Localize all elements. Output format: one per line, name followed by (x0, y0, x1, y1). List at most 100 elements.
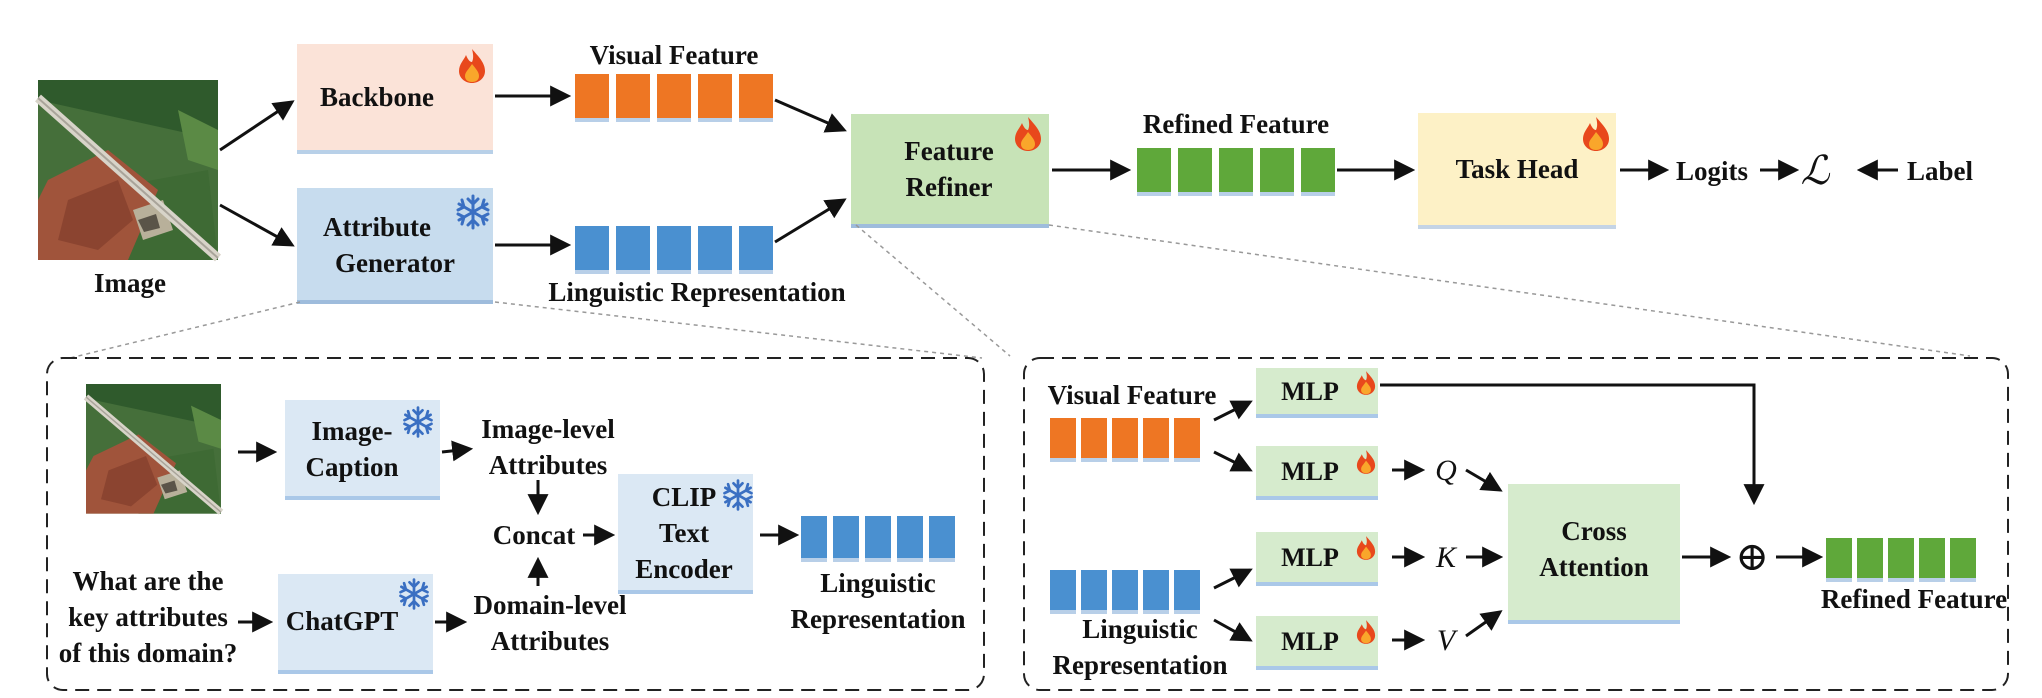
mlp-box-4: MLP (1256, 616, 1378, 670)
chatgpt-box: ChatGPT (278, 574, 433, 674)
feature-cell-shadow (575, 270, 609, 274)
svg-text:Backbone: Backbone (320, 82, 434, 112)
visual-feature-cells (575, 74, 773, 122)
feature-cell (1919, 538, 1945, 578)
feature-cell-shadow (1050, 458, 1076, 462)
svg-text:Caption: Caption (305, 452, 398, 482)
feature-cell-shadow (897, 558, 923, 562)
feature-cell-shadow (575, 118, 609, 122)
feature-cell-shadow (865, 558, 891, 562)
panel-input-image (86, 384, 221, 514)
visual-feature-label-right: Visual Feature (1048, 380, 1217, 410)
image-level-attributes-label: Image-level (481, 414, 615, 444)
feature-cell (1143, 570, 1169, 610)
feature-cell-shadow (616, 118, 650, 122)
feature-cell (657, 226, 691, 270)
feature-cell-shadow (739, 118, 773, 122)
feature-cell (801, 516, 827, 558)
linguistic-representation-cells (801, 516, 955, 562)
question-line-1: What are the (73, 566, 224, 596)
feature-cell-shadow (1112, 610, 1138, 614)
feature-cell (575, 226, 609, 270)
q-label: Q (1435, 454, 1457, 487)
feature-cell (929, 516, 955, 558)
image-caption-box: Image- Caption (285, 400, 440, 500)
clip-text-encoder-box: CLIP Text Encoder (618, 474, 753, 594)
feature-cell-shadow (1174, 458, 1200, 462)
linguistic-representation-label-left: Linguistic (820, 568, 936, 598)
backbone-box: Backbone (297, 44, 493, 154)
feature-cell-shadow (698, 270, 732, 274)
feature-cell (1260, 148, 1294, 192)
feature-cell (1112, 418, 1138, 458)
feature-cell (1950, 538, 1976, 578)
svg-text:Feature: Feature (904, 136, 993, 166)
feature-cell-shadow (657, 270, 691, 274)
svg-text:Attribute: Attribute (323, 212, 431, 242)
cross-attention-box: Cross Attention (1508, 484, 1680, 624)
svg-text:MLP: MLP (1281, 627, 1339, 656)
feature-cell-shadow (1143, 610, 1169, 614)
feature-cell (1112, 570, 1138, 610)
visual-feature-cells-right (1050, 418, 1200, 462)
feature-cell-shadow (833, 558, 859, 562)
task-head-box: Task Head (1418, 113, 1616, 229)
feature-cell (1857, 538, 1883, 578)
feature-cell-shadow (698, 118, 732, 122)
svg-text:Task Head: Task Head (1456, 154, 1579, 184)
feature-cell (698, 226, 732, 270)
feature-cell (739, 226, 773, 270)
concat-label: Concat (493, 520, 576, 550)
linguistic-representation-label-right-2: Representation (1053, 650, 1228, 680)
feature-cell (1178, 148, 1212, 192)
linguistic-representation-label-right: Linguistic (1082, 614, 1198, 644)
linguistic-feature-cells (575, 226, 773, 274)
svg-text:Attention: Attention (1539, 552, 1649, 582)
feature-cell-shadow (1112, 458, 1138, 462)
svg-text:ChatGPT: ChatGPT (286, 606, 399, 636)
loss-symbol: ℒ (1801, 148, 1831, 193)
feature-cell-shadow (1050, 610, 1076, 614)
feature-cell-shadow (616, 270, 650, 274)
svg-text:MLP: MLP (1281, 457, 1339, 486)
mlp-box-1: MLP (1256, 368, 1378, 418)
feature-cell (739, 74, 773, 118)
feature-cell (575, 74, 609, 118)
feature-cell (657, 74, 691, 118)
feature-cell-shadow (1826, 578, 1852, 582)
visual-feature-label: Visual Feature (590, 40, 759, 70)
feature-cell (1174, 418, 1200, 458)
feature-cell-shadow (1919, 578, 1945, 582)
feature-cell-shadow (739, 270, 773, 274)
v-label: V (1437, 624, 1459, 657)
question-line-2: key attributes (68, 602, 228, 632)
feature-cell-shadow (657, 118, 691, 122)
feature-cell-shadow (1301, 192, 1335, 196)
mlp-box-2: MLP (1256, 446, 1378, 500)
linguistic-representation-label-left-2: Representation (791, 604, 966, 634)
svg-text:Refiner: Refiner (906, 172, 993, 202)
feature-cell-shadow (1178, 192, 1212, 196)
left-detail-panel (46, 357, 985, 691)
feature-cell (1888, 538, 1914, 578)
refined-feature-label: Refined Feature (1143, 109, 1329, 139)
feature-cell-shadow (1174, 610, 1200, 614)
svg-text:CLIP: CLIP (652, 482, 717, 512)
feature-cell (1050, 570, 1076, 610)
feature-cell (1143, 418, 1169, 458)
svg-text:Text: Text (659, 518, 709, 548)
feature-cell (1174, 570, 1200, 610)
feature-cell (865, 516, 891, 558)
mlp-box-3: MLP (1256, 532, 1378, 586)
add-operator: ⊕ (1735, 534, 1769, 579)
feature-cell (1301, 148, 1335, 192)
svg-text:Image-: Image- (312, 416, 393, 446)
right-detail-panel (1023, 357, 2009, 691)
feature-cell-shadow (1137, 192, 1171, 196)
input-image (38, 80, 218, 260)
feature-cell-shadow (1857, 578, 1883, 582)
feature-refiner-box: Feature Refiner (851, 114, 1049, 228)
svg-text:Generator: Generator (335, 248, 455, 278)
feature-cell (616, 74, 650, 118)
